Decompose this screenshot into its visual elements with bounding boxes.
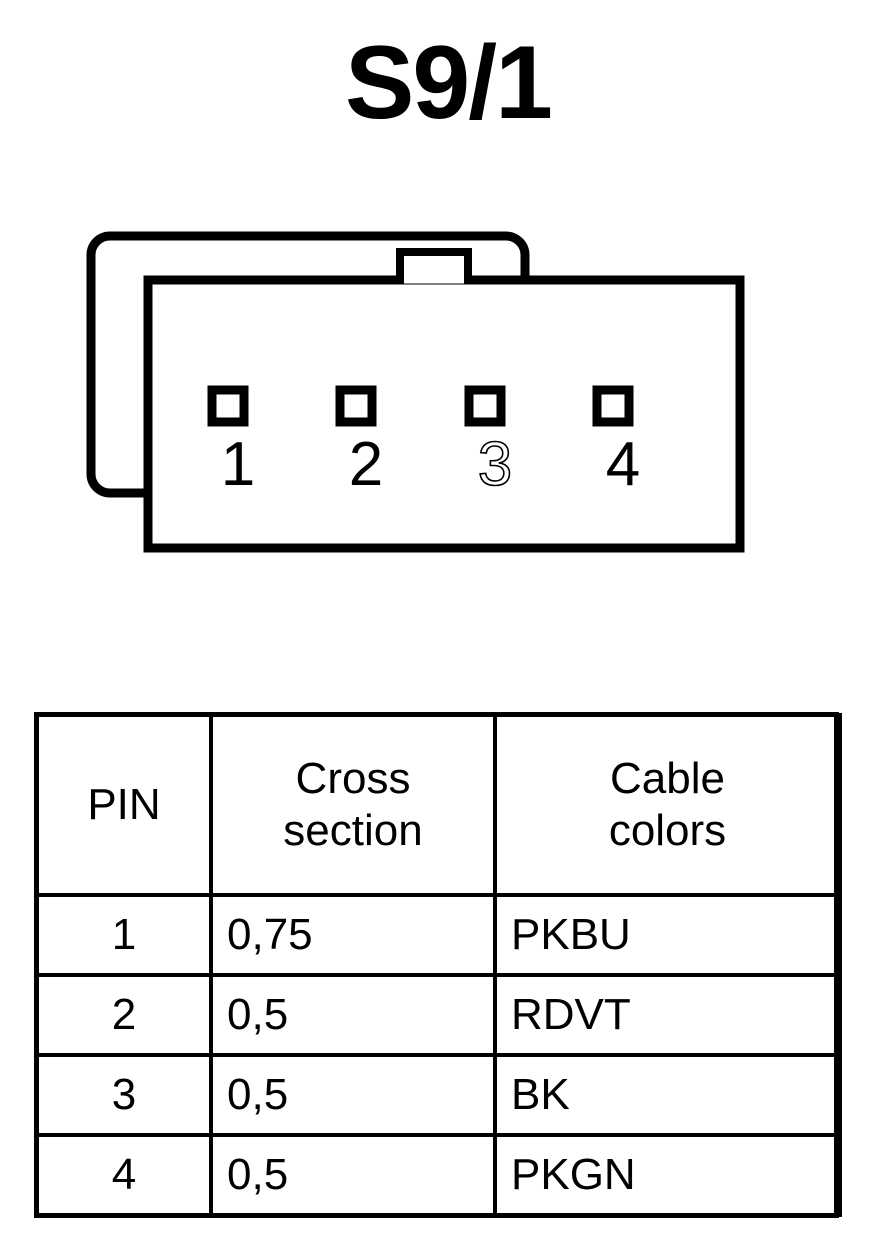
column-header-cable-colors-line-2: colors [608,806,727,855]
connector-diagram: 1 2 3 4 [0,200,896,590]
table-header-row: PIN Cross section Cable colors [35,713,842,897]
pin-cavity-2 [335,385,377,427]
table-row: 4 0,5 PKGN [35,1133,842,1217]
connector-keying-notch [396,248,472,280]
cell-cross-section: 0,5 [209,973,497,1057]
table-header: PIN Cross section Cable colors [35,713,842,897]
cell-cable-colors: PKGN [493,1133,842,1217]
pin-number-label-2: 2 [349,430,383,499]
column-header-cross-section-line-2: section [283,806,423,855]
table-body: 1 0,75 PKBU 2 0,5 RDVT 3 0,5 BK 4 0,5 PK… [35,893,842,1217]
pin-number-label-3: 3 [478,430,512,499]
cell-cross-section: 0,75 [209,893,497,977]
pin-cavity-1 [207,385,249,427]
column-header-cable-colors-line-1: Cable [610,754,725,803]
connector-body [143,275,745,553]
column-header-cross-section: Cross section [209,713,497,897]
connector-shell-outline [86,231,530,498]
cell-cross-section: 0,5 [209,1053,497,1137]
pin-number-label-1: 1 [221,430,255,499]
pin-assignment-table-container: PIN Cross section Cable colors 1 0,75 PK… [34,712,842,1218]
cell-pin: 2 [35,973,213,1057]
cell-cross-section: 0,5 [209,1133,497,1217]
cell-pin: 4 [35,1133,213,1217]
cell-pin: 1 [35,893,213,977]
pin-cavity-3 [464,385,506,427]
column-header-cable-colors: Cable colors [493,713,842,897]
cell-cable-colors: RDVT [493,973,842,1057]
pin-number-label-4: 4 [606,430,640,499]
pin-cavity-4 [592,385,634,427]
cell-pin: 3 [35,1053,213,1137]
column-header-cross-section-line-1: Cross [295,754,411,803]
pin-assignment-table: PIN Cross section Cable colors 1 0,75 PK… [35,713,842,1217]
cell-cable-colors: BK [493,1053,842,1137]
column-header-pin-line-1: PIN [87,780,161,829]
cell-cable-colors: PKBU [493,893,842,977]
column-header-pin: PIN [35,713,213,897]
page-title: S9/1 [345,25,553,141]
connector-svg: 1 2 3 4 [86,231,745,553]
table-row: 3 0,5 BK [35,1053,842,1137]
table-row: 2 0,5 RDVT [35,973,842,1057]
table-row: 1 0,75 PKBU [35,893,842,977]
